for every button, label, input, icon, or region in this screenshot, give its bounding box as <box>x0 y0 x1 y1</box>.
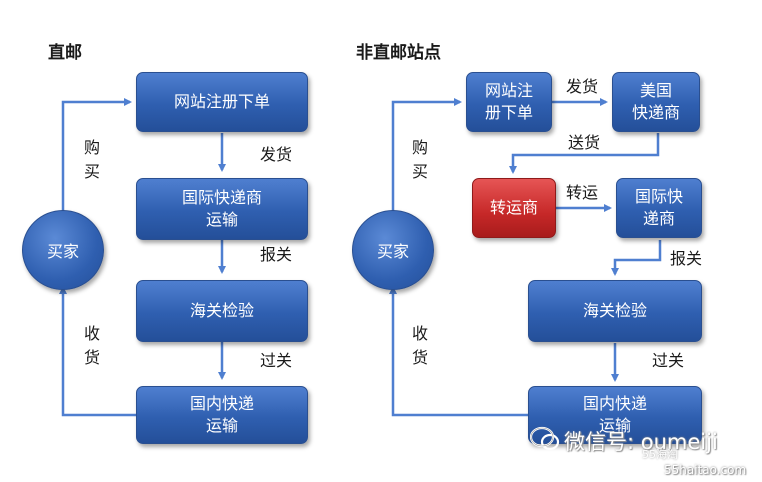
right-node-us-courier: 美国 快递商 <box>612 72 700 132</box>
left-arrow-domestic-to-buyer <box>59 286 136 417</box>
right-node-forwarder: 转运商 <box>472 178 556 238</box>
left-node-order: 网站注册下单 <box>136 72 308 132</box>
left-arrow-buyer-to-order <box>61 98 132 212</box>
right-arrow-buyer-to-order <box>391 98 462 212</box>
right-edge-declare: 报关 <box>670 249 703 268</box>
right-edge-clear: 过关 <box>652 351 685 370</box>
left-node-domestic: 国内快递 运输 <box>136 386 308 444</box>
left-edge-buy: 购 买 <box>83 138 100 181</box>
right-node-customs: 海关检验 <box>528 280 702 342</box>
wechat-watermark: 微信号: oumeiji <box>564 430 718 454</box>
right-edge-ship: 发货 <box>566 77 599 96</box>
right-title: 非直邮站点 <box>356 43 441 63</box>
left-edge-ship: 发货 <box>260 145 293 164</box>
right-node-intl-courier: 国际快 递商 <box>616 178 702 238</box>
left-edge-clear: 过关 <box>260 351 293 370</box>
right-edge-receive: 收 货 <box>411 324 428 367</box>
right-node-order: 网站注 册下单 <box>466 72 552 132</box>
right-node-buyer: 买家 <box>352 210 434 290</box>
right-arrow-intl-to-customs <box>611 240 662 276</box>
right-arrow-domestic-to-buyer <box>389 286 528 417</box>
left-edge-declare: 报关 <box>260 245 293 264</box>
left-node-buyer: 买家 <box>22 210 104 290</box>
right-arrow-us-to-forwarder <box>509 133 660 174</box>
right-edge-transship: 转运 <box>566 183 599 202</box>
left-title: 直邮 <box>48 43 82 63</box>
right-edge-buy: 购 买 <box>411 138 428 181</box>
left-node-intl-courier: 国际快递商 运输 <box>136 178 308 240</box>
right-node-domestic: 国内快递 运输 <box>528 386 702 444</box>
right-edge-deliver: 送货 <box>568 133 601 152</box>
wechat-icon <box>529 426 560 452</box>
watermark-small: 55海淘 <box>642 448 678 461</box>
left-node-customs: 海关检验 <box>136 280 308 342</box>
left-edge-receive: 收 货 <box>83 324 100 367</box>
site-watermark: 55haitao.com <box>664 463 747 477</box>
